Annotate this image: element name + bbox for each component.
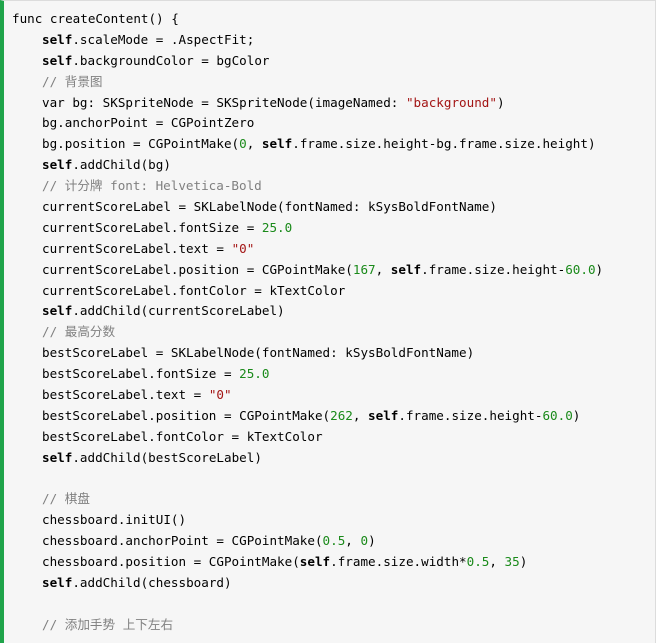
code-text: , xyxy=(345,533,361,549)
code-text: ) xyxy=(496,94,505,110)
code-number: 0 xyxy=(360,533,369,549)
code-keyword: self xyxy=(390,261,422,277)
code-line: bestScoreLabel.text = "0" xyxy=(4,385,655,406)
code-text: , xyxy=(246,136,262,152)
code-text: .addChild(bg) xyxy=(72,157,171,173)
code-text: bestScoreLabel.position = CGPointMake( xyxy=(42,407,331,423)
code-text: ) xyxy=(519,554,528,570)
code-line: chessboard.initUI() xyxy=(4,510,655,531)
code-text: func createContent() { xyxy=(12,11,179,26)
code-text: .addChild(bestScoreLabel) xyxy=(72,449,262,465)
code-number: 167 xyxy=(352,261,376,277)
code-text: chessboard.anchorPoint = CGPointMake( xyxy=(42,533,323,549)
code-text: currentScoreLabel.fontColor = kTextColor xyxy=(42,282,346,298)
code-number: 262 xyxy=(330,407,353,423)
code-line: bg.anchorPoint = CGPointZero xyxy=(4,113,655,134)
code-line: bestScoreLabel = SKLabelNode(fontNamed: … xyxy=(4,343,655,364)
code-line: func createContent() { xyxy=(4,9,655,30)
code-number: 60.0 xyxy=(565,261,596,277)
code-text: bestScoreLabel.fontColor = kTextColor xyxy=(42,428,323,444)
code-line: chessboard.position = CGPointMake(self.f… xyxy=(4,552,655,573)
code-line: // 棋盘 xyxy=(4,489,655,510)
code-line xyxy=(4,469,655,490)
code-string: "background" xyxy=(405,94,497,110)
code-keyword: self xyxy=(42,157,73,173)
code-line: bg.position = CGPointMake(0, self.frame.… xyxy=(4,134,655,155)
code-text: .addChild(chessboard) xyxy=(72,575,232,591)
code-text: .frame.size.height- xyxy=(398,407,543,423)
code-text: .frame.size.width* xyxy=(330,554,467,570)
code-number: 35 xyxy=(504,554,520,570)
code-comment: // 背景图 xyxy=(42,73,103,89)
code-line: self.addChild(bestScoreLabel) xyxy=(4,448,655,469)
code-string: "0" xyxy=(231,240,255,256)
code-text: currentScoreLabel = SKLabelNode(fontName… xyxy=(42,199,497,215)
code-text: .addChild(currentScoreLabel) xyxy=(72,303,285,319)
code-text: , xyxy=(489,554,505,570)
code-line: currentScoreLabel.position = CGPointMake… xyxy=(4,260,655,281)
code-text: bg.position = CGPointMake( xyxy=(42,136,240,152)
code-text: .frame.size.height- xyxy=(421,261,566,277)
code-string: "0" xyxy=(208,387,232,403)
code-line: bestScoreLabel.fontColor = kTextColor xyxy=(4,427,655,448)
code-line: bestScoreLabel.fontSize = 25.0 xyxy=(4,364,655,385)
code-text: bg.anchorPoint = CGPointZero xyxy=(42,115,255,131)
code-line: currentScoreLabel = SKLabelNode(fontName… xyxy=(4,197,655,218)
code-line: self.scaleMode = .AspectFit; xyxy=(4,30,655,51)
code-keyword: self xyxy=(42,449,73,465)
code-line: var bg: SKSpriteNode = SKSpriteNode(imag… xyxy=(4,93,655,114)
code-line: // 添加手势 上下左右 xyxy=(4,615,655,636)
code-text: currentScoreLabel.text = xyxy=(42,240,232,256)
code-line: // 最高分数 xyxy=(4,322,655,343)
code-line xyxy=(4,594,655,615)
code-text: , xyxy=(352,407,369,423)
code-number: 0.5 xyxy=(322,533,346,549)
code-keyword: self xyxy=(299,554,331,570)
code-line: // 计分牌 font: Helvetica-Bold xyxy=(4,176,655,197)
code-text: currentScoreLabel.position = CGPointMake… xyxy=(42,261,353,277)
code-comment: // 计分牌 font: Helvetica-Bold xyxy=(42,178,262,194)
code-text: ) xyxy=(368,533,376,549)
code-comment: // 添加手势 上下左右 xyxy=(42,616,174,632)
code-number: 25.0 xyxy=(239,366,270,382)
code-keyword: self xyxy=(261,136,293,152)
code-keyword: self xyxy=(42,575,73,591)
code-text: bestScoreLabel.fontSize = xyxy=(42,366,240,382)
code-line: currentScoreLabel.fontColor = kTextColor xyxy=(4,281,655,302)
code-line: bestScoreLabel.position = CGPointMake(26… xyxy=(4,406,655,427)
code-text: .scaleMode = .AspectFit; xyxy=(72,31,255,47)
code-keyword: self xyxy=(42,303,73,319)
code-line: chessboard.anchorPoint = CGPointMake(0.5… xyxy=(4,531,655,552)
code-line: self.addChild(currentScoreLabel) xyxy=(4,301,655,322)
code-text: bestScoreLabel = SKLabelNode(fontNamed: … xyxy=(42,345,475,361)
code-number: 60.0 xyxy=(542,407,573,423)
code-text: , xyxy=(375,261,391,277)
code-number: 0 xyxy=(239,136,247,152)
code-text: chessboard.initUI() xyxy=(42,512,187,528)
code-text: bestScoreLabel.text = xyxy=(42,387,209,403)
code-text: ) xyxy=(595,261,604,277)
code-line: // 背景图 xyxy=(4,72,655,93)
code-line: self.addChild(bg) xyxy=(4,155,655,176)
code-comment: // 棋盘 xyxy=(42,491,90,507)
code-line: currentScoreLabel.fontSize = 25.0 xyxy=(4,218,655,239)
code-text: .backgroundColor = bgColor xyxy=(72,52,270,68)
code-comment: // 最高分数 xyxy=(42,324,116,340)
code-text: .frame.size.height-bg.frame.size.height) xyxy=(292,136,596,152)
code-text: ) xyxy=(572,407,581,423)
code-line: self.addChild(chessboard) xyxy=(4,573,655,594)
code-text: chessboard.position = CGPointMake( xyxy=(42,554,300,570)
code-line: currentScoreLabel.text = "0" xyxy=(4,239,655,260)
code-keyword: self xyxy=(368,407,399,423)
code-text: var bg: SKSpriteNode = SKSpriteNode(imag… xyxy=(42,94,406,110)
code-text: currentScoreLabel.fontSize = xyxy=(42,219,262,235)
code-number: 25.0 xyxy=(261,219,293,235)
code-line: self.backgroundColor = bgColor xyxy=(4,51,655,72)
code-number: 0.5 xyxy=(466,554,490,570)
code-keyword: self xyxy=(42,31,73,47)
code-keyword: self xyxy=(42,52,73,68)
